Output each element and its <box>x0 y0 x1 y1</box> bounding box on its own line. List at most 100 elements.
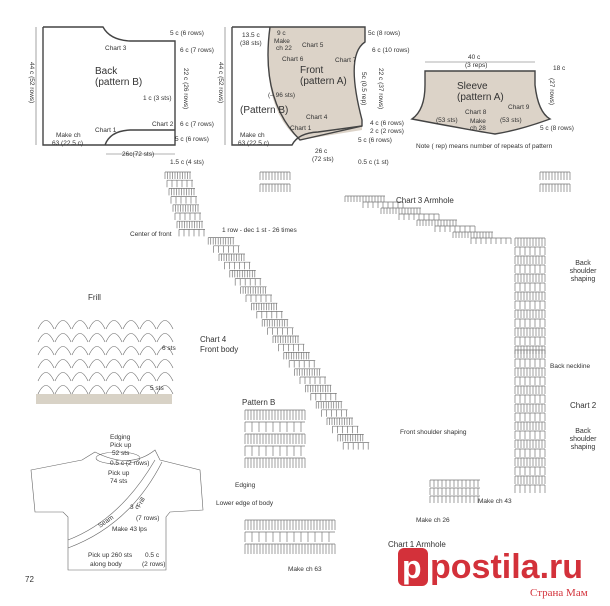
watermark-sub: Страна Мам <box>530 587 588 599</box>
stitch-row <box>514 430 546 439</box>
back-neckline-label: Back neckline <box>550 363 590 370</box>
frill-arc <box>156 359 174 369</box>
frill-arc <box>37 320 55 330</box>
stitch-row <box>514 376 546 385</box>
stitch-row <box>261 319 289 327</box>
chart2-label: Chart 2 <box>570 401 597 410</box>
back-bottom: 5 c (6 rows) <box>175 136 209 143</box>
stitch-row <box>224 261 251 270</box>
frill-arc <box>88 372 106 382</box>
stitch-row <box>514 475 546 484</box>
front-shoulder-sts: (38 sts) <box>240 40 262 47</box>
stitch-row <box>514 282 546 291</box>
stitch-row <box>452 231 493 238</box>
stitch-row <box>315 401 343 409</box>
back-chart2: Chart 2 <box>152 121 174 128</box>
front-bottom: 5 c (6 rows) <box>358 137 392 144</box>
front-chart4: Chart 4 <box>306 114 328 121</box>
dec-note: 1 row - dec 1 st - 26 times <box>222 227 298 234</box>
sleeve-note: Note ( rep) means number of repeats of p… <box>416 143 553 150</box>
front-height: 44 c (52 rows) <box>217 62 224 103</box>
stitch-row <box>514 403 546 412</box>
frill-arc <box>156 346 174 356</box>
back-schematic: Back (pattern B) Chart 3 Chart 2 Chart 1… <box>28 26 214 166</box>
stitch-row <box>429 479 480 487</box>
stitch-row <box>514 484 546 493</box>
frill-arc <box>122 320 140 330</box>
make-ch43-label: Make ch 43 <box>478 498 512 505</box>
stitch-row <box>539 183 571 192</box>
stitch-row <box>310 393 337 401</box>
frill-arc <box>156 333 174 343</box>
frill-arc <box>105 320 123 330</box>
frill-arc <box>139 372 157 382</box>
stitch-row <box>362 201 404 208</box>
center-front-label: Center of front <box>130 231 172 238</box>
front-top: 5c (8 rows) <box>368 30 400 37</box>
frill-arc <box>105 346 123 356</box>
asm-pick260: Pick up 260 sts <box>88 552 133 559</box>
frill-arc <box>54 320 72 330</box>
chart1-label: Chart 1 Armhole <box>388 540 446 549</box>
stitch-row <box>514 264 546 273</box>
back-shoulder-label: Back shoulder shaping <box>569 260 597 283</box>
stitch-row <box>514 394 546 403</box>
stitch-row <box>259 183 291 192</box>
stitch-row <box>305 384 332 393</box>
stitch-row <box>218 253 245 261</box>
frill-arc <box>37 333 55 343</box>
front-armhole: 22 c (37 rows) <box>377 68 384 109</box>
page-number: 72 <box>25 575 34 584</box>
frill-arc <box>88 333 106 343</box>
asm-rows2: (2 rows) <box>142 561 165 568</box>
stitch-row <box>429 487 480 495</box>
frill-arc <box>122 385 140 395</box>
frill-arc <box>139 333 157 343</box>
frill-arc <box>105 385 123 395</box>
stitch-row <box>244 519 336 530</box>
back-width: 26c(72 sts) <box>122 151 154 158</box>
frill-arc <box>88 385 106 395</box>
stitch-row <box>380 207 421 214</box>
back-chart1: Chart 1 <box>95 127 117 134</box>
stitch-row <box>470 237 512 244</box>
make-ch63-label: Make ch 63 <box>288 566 322 573</box>
back-title: Back <box>95 66 118 77</box>
front-neck: 9 c <box>277 30 286 37</box>
stitch-row <box>164 171 191 179</box>
stitch-row <box>272 335 299 343</box>
asm-half2: 0.5 c <box>145 552 160 559</box>
frill-arc <box>71 385 89 395</box>
sleeve-ch28: ch 28 <box>470 125 486 132</box>
assembly-diagram: Edging Pick up 52 sts 0.5 c (2 rows) Pic… <box>30 434 204 571</box>
stitch-row <box>244 421 305 432</box>
chart-labels: Center of front 1 row - dec 1 st - 26 ti… <box>130 196 597 573</box>
stitch-row <box>514 318 546 327</box>
frill-arc <box>122 333 140 343</box>
make-ch26-label: Make ch 26 <box>416 517 450 524</box>
frill-arc <box>54 372 72 382</box>
frill-arc <box>105 333 123 343</box>
frill-arc <box>71 359 89 369</box>
asm-3c: 3 c <box>130 504 139 511</box>
stitch-row <box>299 376 326 384</box>
stitch-row <box>514 439 546 448</box>
stitch-row <box>337 434 364 442</box>
stitch-row <box>514 412 546 421</box>
sleeve-bottom: 5 c (8 rows) <box>540 125 574 132</box>
frill-arc <box>105 372 123 382</box>
frill-arc <box>139 346 157 356</box>
frill-arc <box>122 346 140 356</box>
stitch-row <box>514 385 546 394</box>
stitch-row <box>244 409 306 420</box>
front-chart1: Chart 1 <box>290 125 312 132</box>
back-top: 5 c (6 rows) <box>170 30 204 37</box>
edging-label: Edging <box>235 482 256 489</box>
back-armhole-height: 22 c (26 rows) <box>182 68 189 109</box>
stitch-row <box>174 212 201 220</box>
stitch-row <box>514 246 546 255</box>
stitch-row <box>172 204 199 212</box>
stitch-row <box>234 278 262 286</box>
sleeve-chart9: Chart 9 <box>508 104 530 111</box>
stitch-row <box>278 343 305 352</box>
